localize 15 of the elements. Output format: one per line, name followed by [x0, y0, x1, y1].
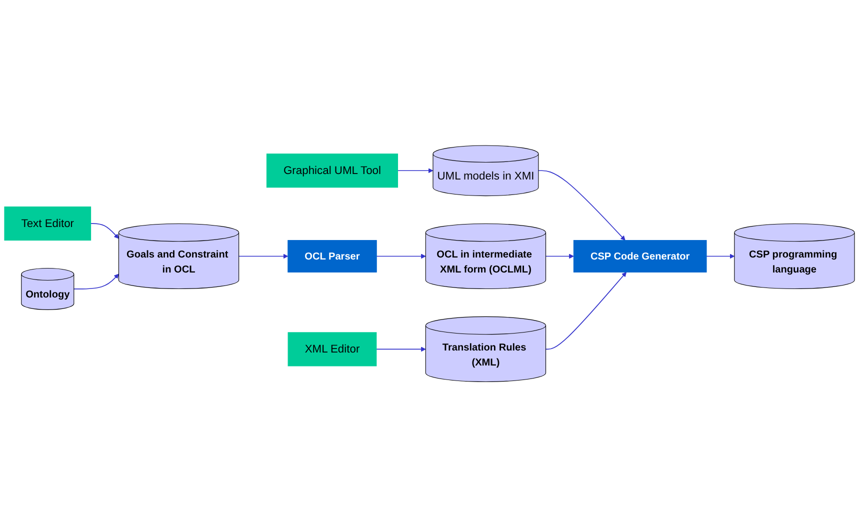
arrow — [538, 170, 626, 240]
arrow — [706, 254, 735, 259]
arrow — [376, 254, 426, 259]
node-box: OCL Parser — [288, 240, 377, 272]
arrow — [90, 223, 119, 239]
arrow — [73, 274, 119, 290]
arrow — [397, 168, 434, 173]
node-box: Text Editor — [4, 206, 92, 240]
node-box: CSP Code Generator — [573, 240, 707, 272]
arrow — [545, 272, 627, 350]
arrow — [238, 254, 288, 259]
arrow — [376, 346, 426, 352]
arrow — [545, 254, 574, 259]
node-box: XML Editor — [288, 332, 377, 366]
node-box: Graphical UML Tool — [266, 154, 398, 188]
